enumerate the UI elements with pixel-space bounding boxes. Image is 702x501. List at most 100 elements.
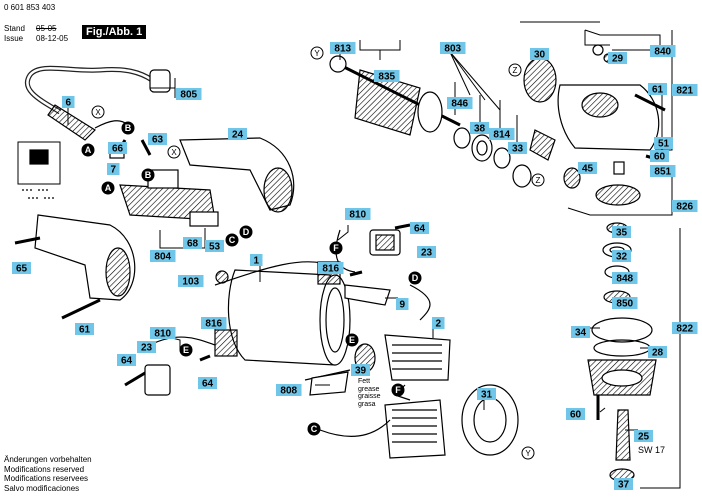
part-label: 65	[16, 264, 28, 275]
note-line: Modifications reserved	[4, 464, 85, 474]
part-label-box	[12, 262, 31, 274]
part-label: 1	[253, 256, 259, 267]
part-label-box	[201, 317, 227, 329]
part-label-box	[477, 388, 496, 400]
film-808	[309, 371, 349, 396]
note-line: Salvo modificaciones	[4, 483, 80, 493]
cover-plate	[344, 284, 391, 306]
part-label-box	[198, 377, 217, 389]
part-label-box	[566, 408, 585, 420]
part-label: 803	[444, 44, 461, 55]
connector-marker	[225, 233, 239, 247]
part-label: 31	[481, 390, 493, 401]
part-label-box	[672, 84, 698, 96]
bearing-flange	[461, 384, 519, 456]
part-label-box	[608, 52, 627, 64]
part-label: 103	[182, 277, 199, 288]
part-label: 60	[570, 410, 582, 421]
part-label-box	[150, 327, 176, 339]
part-label: 68	[187, 239, 199, 250]
part-label-box	[351, 364, 370, 376]
part-label-box	[205, 240, 224, 252]
part-label: 814	[493, 130, 510, 141]
switch-schematic	[17, 141, 61, 185]
part-label: 840	[654, 47, 671, 58]
part-label-box	[447, 97, 473, 109]
part-label-box	[650, 165, 676, 177]
doc-number: 0 601 853 403	[4, 3, 56, 12]
spindle	[615, 409, 631, 461]
connector-letter: Z	[513, 66, 518, 75]
grease-line: grease	[358, 385, 380, 393]
part-label: 35	[616, 228, 628, 239]
connector-letter: Z	[536, 176, 541, 185]
protection-guard	[591, 317, 653, 343]
part-label-box	[614, 478, 633, 490]
part-label: 810	[349, 210, 366, 221]
part-label-box	[148, 133, 167, 145]
bevel-gear	[523, 57, 557, 103]
part-label: 51	[658, 139, 670, 150]
part-label: 822	[676, 324, 693, 335]
part-label: 6	[65, 98, 71, 109]
figure-label: Fig./Abb. 1	[82, 25, 147, 39]
connector-letter: F	[395, 385, 401, 395]
part-label-box	[612, 272, 638, 284]
connector-marker	[329, 241, 343, 255]
part-label-box	[672, 200, 698, 212]
part-label-box	[117, 354, 136, 366]
part-label-box	[432, 317, 445, 329]
connector-marker	[508, 63, 522, 77]
armature	[354, 69, 421, 136]
connector-letter: B	[125, 123, 132, 133]
part-label: 32	[616, 252, 628, 263]
stator	[384, 399, 446, 459]
part-label-box	[654, 137, 673, 149]
connector-marker	[531, 173, 545, 187]
connector-letter: E	[349, 335, 355, 345]
part-label-box	[276, 384, 302, 396]
connector-marker	[345, 333, 359, 347]
part-label-box	[374, 70, 400, 82]
part-label-box	[396, 298, 409, 310]
part-label-box	[470, 122, 489, 134]
connector-letter: F	[333, 243, 339, 253]
modification-notes: Änderungen vorbehalten Modifications res…	[4, 455, 92, 493]
part-label: 810	[154, 329, 171, 340]
part-label: 45	[582, 164, 594, 175]
connector-marker	[307, 422, 321, 436]
connector-letter: X	[171, 148, 177, 157]
stand-label: Stand	[4, 24, 25, 33]
part-label-box	[330, 42, 356, 54]
part-label-box	[612, 297, 638, 309]
part-label: 33	[512, 144, 524, 155]
connector-marker	[408, 271, 422, 285]
field-coil	[384, 334, 451, 381]
part-label-box	[612, 250, 631, 262]
part-label: 2	[435, 319, 441, 330]
part-label-box	[440, 42, 466, 54]
part-label-box	[345, 208, 371, 220]
part-label-box	[228, 128, 247, 140]
connector-marker	[521, 446, 535, 460]
part-label: 60	[654, 152, 666, 163]
part-label-box	[150, 250, 176, 262]
part-label: 821	[676, 86, 693, 97]
connector-letter: E	[183, 345, 189, 355]
part-label: 61	[652, 85, 664, 96]
part-label-box	[530, 48, 549, 60]
connector-marker	[167, 145, 181, 159]
part-label: 805	[180, 90, 197, 101]
part-label: 25	[638, 432, 650, 443]
part-label-box	[318, 262, 344, 274]
grease-line: Fett	[358, 378, 371, 385]
connector-marker	[121, 121, 135, 135]
grease-line: grasa	[358, 400, 376, 408]
part-label: 7	[110, 165, 116, 176]
part-label: 28	[652, 348, 664, 359]
connector-letter: D	[412, 273, 419, 283]
wrench-size: SW 17	[638, 445, 666, 455]
part-label: 23	[141, 343, 153, 354]
part-label: 808	[280, 386, 297, 397]
